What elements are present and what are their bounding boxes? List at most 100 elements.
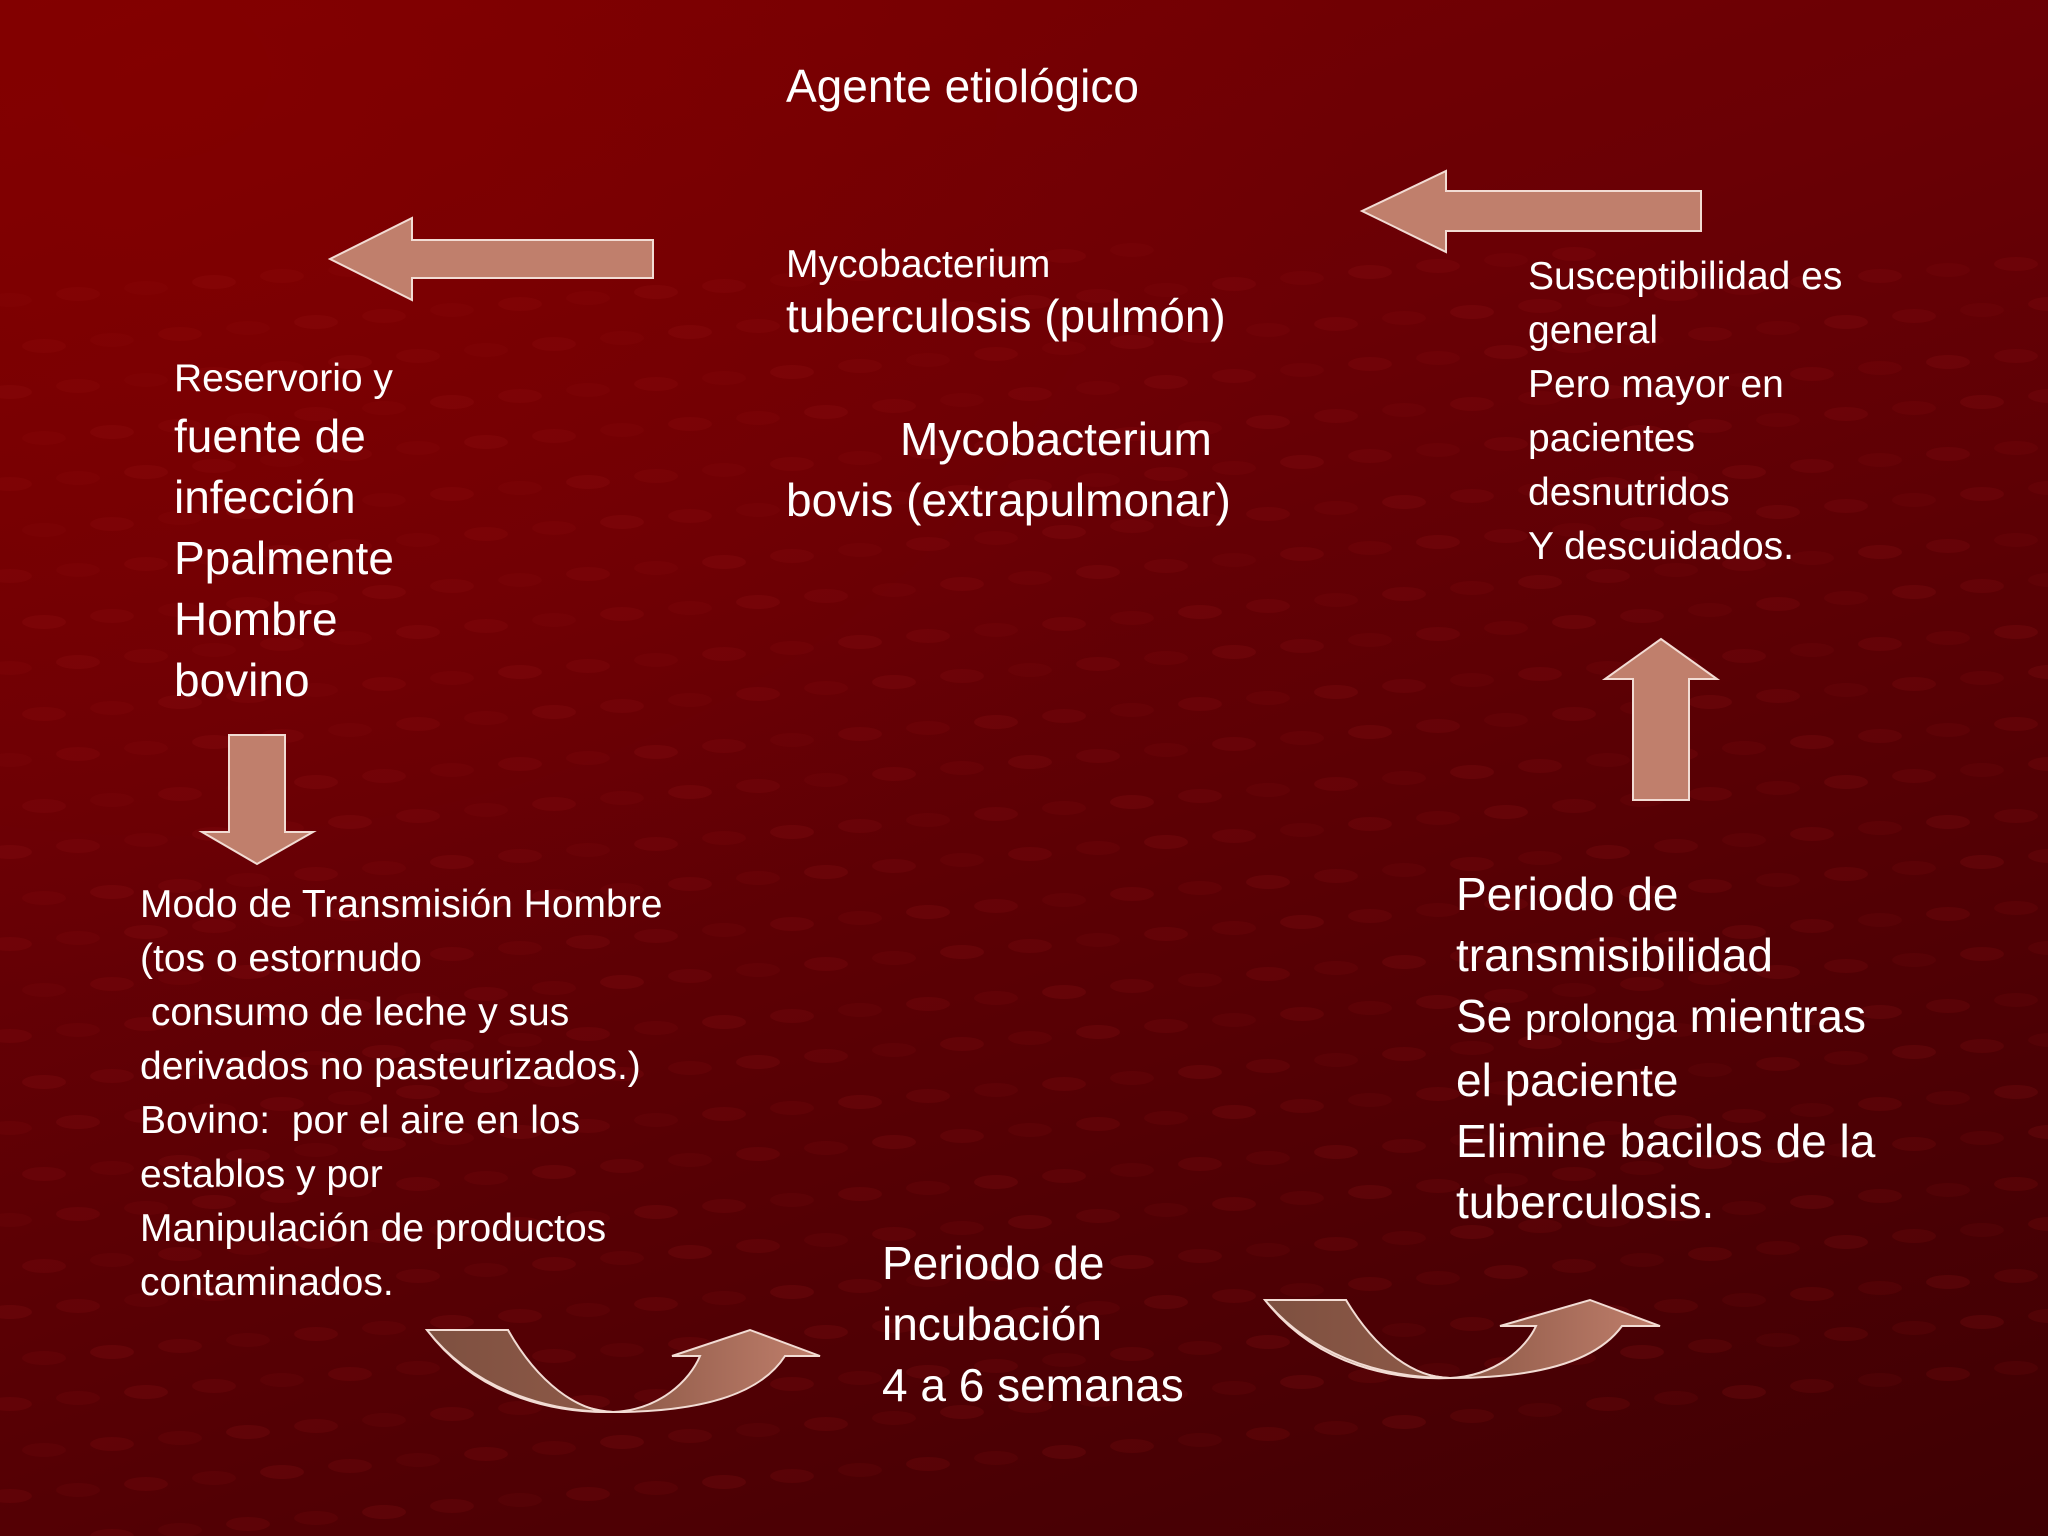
background-dot bbox=[1518, 851, 1562, 865]
background-dot bbox=[1348, 541, 1392, 555]
background-dot bbox=[1212, 461, 1256, 475]
background-dot bbox=[0, 1029, 32, 1043]
background-dot bbox=[1552, 1075, 1596, 1089]
background-dot bbox=[872, 951, 916, 965]
background-dot bbox=[1178, 1157, 1222, 1171]
background-dot bbox=[1518, 483, 1562, 497]
background-dot bbox=[906, 905, 950, 919]
background-dot bbox=[362, 1229, 406, 1243]
background-dot bbox=[226, 1425, 270, 1439]
background-dot bbox=[90, 1437, 134, 1451]
background-dot bbox=[1246, 599, 1290, 613]
transmission-line-6: establos y por bbox=[140, 1153, 383, 1196]
background-dot bbox=[1688, 419, 1732, 433]
background-dot bbox=[838, 451, 882, 465]
background-dot bbox=[328, 1367, 372, 1381]
background-dot bbox=[1892, 309, 1936, 323]
background-dot bbox=[328, 1275, 372, 1289]
background-dot bbox=[362, 493, 406, 507]
background-dot bbox=[1178, 329, 1222, 343]
background-dot bbox=[0, 1305, 32, 1319]
background-dot bbox=[464, 1447, 508, 1461]
background-dot bbox=[906, 1457, 950, 1471]
background-dot bbox=[1620, 1253, 1664, 1267]
background-dot bbox=[294, 407, 338, 421]
background-dot bbox=[1960, 855, 2004, 869]
background-dot bbox=[1756, 965, 1800, 979]
background-dot bbox=[396, 441, 440, 455]
background-dot bbox=[56, 563, 100, 577]
background-dot bbox=[1620, 1069, 1664, 1083]
background-dot bbox=[702, 1291, 746, 1305]
background-dot bbox=[1892, 401, 1936, 415]
background-dot bbox=[498, 1033, 542, 1047]
background-dot bbox=[1858, 1373, 1902, 1387]
background-dot bbox=[1246, 967, 1290, 981]
background-dot bbox=[1008, 387, 1052, 401]
background-dot bbox=[770, 1285, 814, 1299]
background-dot bbox=[940, 1405, 984, 1419]
background-dot bbox=[328, 723, 372, 737]
background-dot bbox=[1110, 519, 1154, 533]
background-dot bbox=[0, 937, 32, 951]
background-dot bbox=[1756, 321, 1800, 335]
background-dot bbox=[1586, 845, 1630, 859]
background-dot bbox=[1892, 677, 1936, 691]
background-dot bbox=[192, 459, 236, 473]
background-dot bbox=[872, 1319, 916, 1333]
background-dot bbox=[158, 879, 202, 893]
background-dot bbox=[1382, 587, 1426, 601]
background-dot bbox=[532, 705, 576, 719]
background-dot bbox=[1076, 657, 1120, 671]
background-dot bbox=[294, 1511, 338, 1525]
background-dot bbox=[1110, 703, 1154, 717]
background-dot bbox=[192, 1011, 236, 1025]
background-dot bbox=[1790, 919, 1834, 933]
etiological-agent-text: Mycobacterium tuberculosis (pulmón) Myco… bbox=[786, 238, 1231, 531]
background-dot bbox=[1926, 631, 1970, 645]
background-dot bbox=[498, 1401, 542, 1415]
background-dot bbox=[192, 551, 236, 565]
background-dot bbox=[1110, 795, 1154, 809]
background-dot bbox=[872, 1135, 916, 1149]
background-dot bbox=[1518, 1127, 1562, 1141]
background-dot bbox=[872, 399, 916, 413]
background-dot bbox=[430, 1315, 474, 1329]
background-dot bbox=[1178, 1065, 1222, 1079]
background-dot bbox=[838, 1003, 882, 1017]
background-dot bbox=[566, 1211, 610, 1225]
background-dot bbox=[1858, 1097, 1902, 1111]
background-dot bbox=[1076, 749, 1120, 763]
background-dot bbox=[804, 1141, 848, 1155]
background-dot bbox=[1552, 1167, 1596, 1181]
background-dot bbox=[1892, 1137, 1936, 1151]
background-dot bbox=[1552, 615, 1596, 629]
background-dot bbox=[1892, 953, 1936, 967]
background-dot bbox=[1756, 413, 1800, 427]
background-dot bbox=[226, 321, 270, 335]
background-dot bbox=[1994, 809, 2038, 823]
background-dot bbox=[294, 1051, 338, 1065]
background-dot bbox=[56, 1023, 100, 1037]
susceptibility-line-1: Susceptibilidad es bbox=[1528, 255, 1843, 298]
background-dot bbox=[1688, 971, 1732, 985]
background-dot bbox=[736, 687, 780, 701]
background-dot bbox=[328, 907, 372, 921]
background-dot bbox=[260, 1465, 304, 1479]
background-dot bbox=[770, 1009, 814, 1023]
background-dot bbox=[1042, 893, 1086, 907]
background-dot bbox=[192, 919, 236, 933]
background-dot bbox=[974, 347, 1018, 361]
background-dot bbox=[2028, 481, 2048, 495]
background-dot bbox=[124, 465, 168, 479]
background-dot bbox=[668, 693, 712, 707]
background-dot bbox=[1382, 311, 1426, 325]
background-dot bbox=[90, 425, 134, 439]
background-dot bbox=[1892, 1321, 1936, 1335]
background-dot bbox=[1450, 949, 1494, 963]
background-dot bbox=[56, 655, 100, 669]
background-dot bbox=[940, 1313, 984, 1327]
background-dot bbox=[1280, 455, 1324, 469]
background-dot bbox=[498, 481, 542, 495]
background-dot bbox=[1212, 1289, 1256, 1303]
